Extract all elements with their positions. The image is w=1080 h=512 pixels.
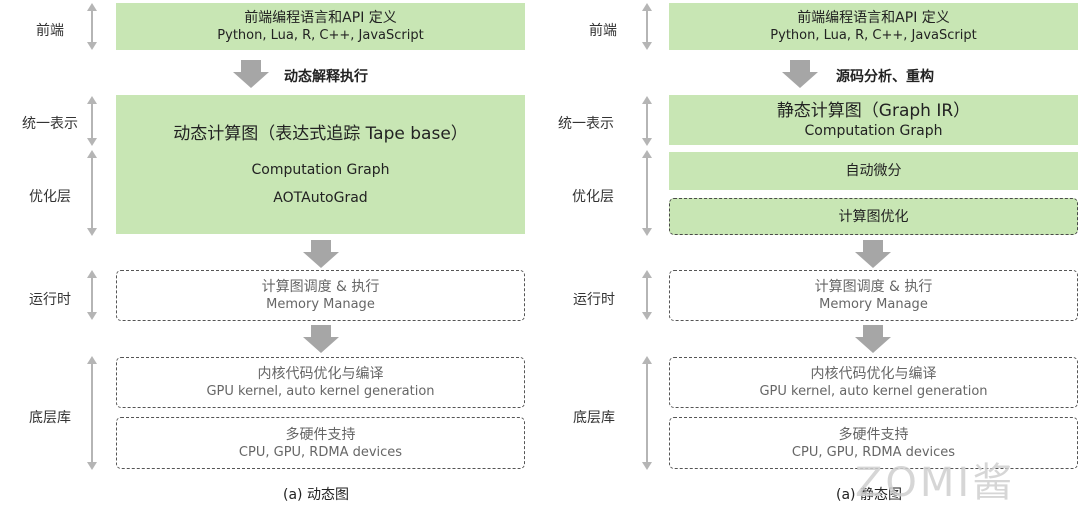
left-runtime-title: 计算图调度 & 执行 bbox=[261, 279, 380, 295]
right-layer-label-optimization: 优化层 bbox=[572, 189, 614, 205]
right-runtime-subtitle: Memory Manage bbox=[819, 297, 928, 312]
right-layer-label-unified: 统一表示 bbox=[558, 116, 614, 132]
left-layer-label-unified: 统一表示 bbox=[22, 116, 78, 132]
right-autodiff-box: 自动微分 bbox=[669, 152, 1078, 190]
left-span-arrow-backend bbox=[87, 356, 97, 470]
right-layer-label-runtime: 运行时 bbox=[573, 292, 615, 308]
right-hardware-title: 多硬件支持 bbox=[838, 426, 909, 443]
right-kernel-box: 内核代码优化与编译 GPU kernel, auto kernel genera… bbox=[669, 357, 1078, 408]
right-arrow-label: 源码分析、重构 bbox=[836, 69, 934, 85]
right-span-arrow-unified bbox=[642, 96, 652, 146]
right-runtime-title: 计算图调度 & 执行 bbox=[814, 279, 933, 295]
right-hardware-box: 多硬件支持 CPU, GPU, RDMA devices bbox=[669, 417, 1078, 469]
left-kernel-title: 内核代码优化与编译 bbox=[257, 366, 384, 382]
right-graph-box: 静态计算图（Graph IR） Computation Graph bbox=[669, 95, 1078, 145]
right-flow-arrow-1 bbox=[782, 60, 818, 88]
left-graph-title: 动态计算图（表达式追踪 Tape base） bbox=[173, 123, 468, 144]
left-hardware-subtitle: CPU, GPU, RDMA devices bbox=[238, 444, 403, 460]
right-runtime-box: 计算图调度 & 执行 Memory Manage bbox=[669, 270, 1078, 321]
right-kernel-subtitle: GPU kernel, auto kernel generation bbox=[759, 384, 988, 399]
left-flow-arrow-1 bbox=[233, 60, 269, 88]
right-span-arrow-optimization bbox=[642, 150, 652, 236]
right-kernel-title: 内核代码优化与编译 bbox=[810, 366, 937, 382]
right-hardware-subtitle: CPU, GPU, RDMA devices bbox=[791, 444, 956, 460]
left-hardware-title: 多硬件支持 bbox=[285, 426, 356, 443]
watermark-logo: ZOMI酱 bbox=[855, 460, 1016, 506]
right-layer-label-backend: 底层库 bbox=[573, 410, 615, 426]
right-caption: (a) 静态图 bbox=[836, 487, 902, 503]
left-kernel-subtitle: GPU kernel, auto kernel generation bbox=[206, 384, 435, 399]
left-graph-box: 动态计算图（表达式追踪 Tape base） Computation Graph… bbox=[116, 95, 525, 234]
right-frontend-box: 前端编程语言和API 定义 Python, Lua, R, C++, JavaS… bbox=[669, 3, 1078, 50]
left-frontend-title: 前端编程语言和API 定义 bbox=[244, 10, 397, 26]
left-arrow-label: 动态解释执行 bbox=[284, 69, 368, 85]
left-graph-line1: Computation Graph bbox=[251, 161, 390, 178]
left-span-arrow-unified bbox=[87, 96, 97, 146]
right-graph-title: 静态计算图（Graph IR） bbox=[776, 101, 971, 121]
left-frontend-box: 前端编程语言和API 定义 Python, Lua, R, C++, JavaS… bbox=[116, 3, 525, 50]
right-flow-arrow-2 bbox=[855, 240, 891, 268]
left-flow-arrow-2 bbox=[303, 240, 339, 268]
left-span-arrow-optimization bbox=[87, 150, 97, 236]
left-caption: (a) 动态图 bbox=[283, 487, 349, 503]
left-layer-label-frontend: 前端 bbox=[36, 23, 64, 39]
right-autodiff-title: 自动微分 bbox=[845, 163, 902, 179]
left-kernel-box: 内核代码优化与编译 GPU kernel, auto kernel genera… bbox=[116, 357, 525, 408]
left-runtime-subtitle: Memory Manage bbox=[266, 297, 375, 312]
right-frontend-subtitle: Python, Lua, R, C++, JavaScript bbox=[770, 28, 977, 43]
left-flow-arrow-3 bbox=[303, 325, 339, 353]
right-graphopt-box: 计算图优化 bbox=[669, 198, 1078, 235]
left-hardware-box: 多硬件支持 CPU, GPU, RDMA devices bbox=[116, 417, 525, 469]
right-flow-arrow-3 bbox=[855, 325, 891, 353]
left-frontend-subtitle: Python, Lua, R, C++, JavaScript bbox=[217, 28, 424, 43]
right-span-arrow-runtime bbox=[642, 270, 652, 320]
right-graphopt-title: 计算图优化 bbox=[838, 208, 909, 225]
left-layer-label-runtime: 运行时 bbox=[29, 292, 71, 308]
left-layer-label-optimization: 优化层 bbox=[29, 189, 71, 205]
right-frontend-title: 前端编程语言和API 定义 bbox=[797, 10, 950, 26]
right-graph-subtitle: Computation Graph bbox=[804, 123, 943, 139]
left-runtime-box: 计算图调度 & 执行 Memory Manage bbox=[116, 270, 525, 321]
left-graph-line2: AOTAutoGrad bbox=[273, 189, 368, 206]
right-span-arrow-backend bbox=[642, 356, 652, 470]
right-layer-label-frontend: 前端 bbox=[589, 23, 617, 39]
left-span-arrow-frontend bbox=[87, 3, 97, 50]
left-layer-label-backend: 底层库 bbox=[29, 410, 71, 426]
left-span-arrow-runtime bbox=[87, 270, 97, 320]
right-span-arrow-frontend bbox=[642, 3, 652, 50]
